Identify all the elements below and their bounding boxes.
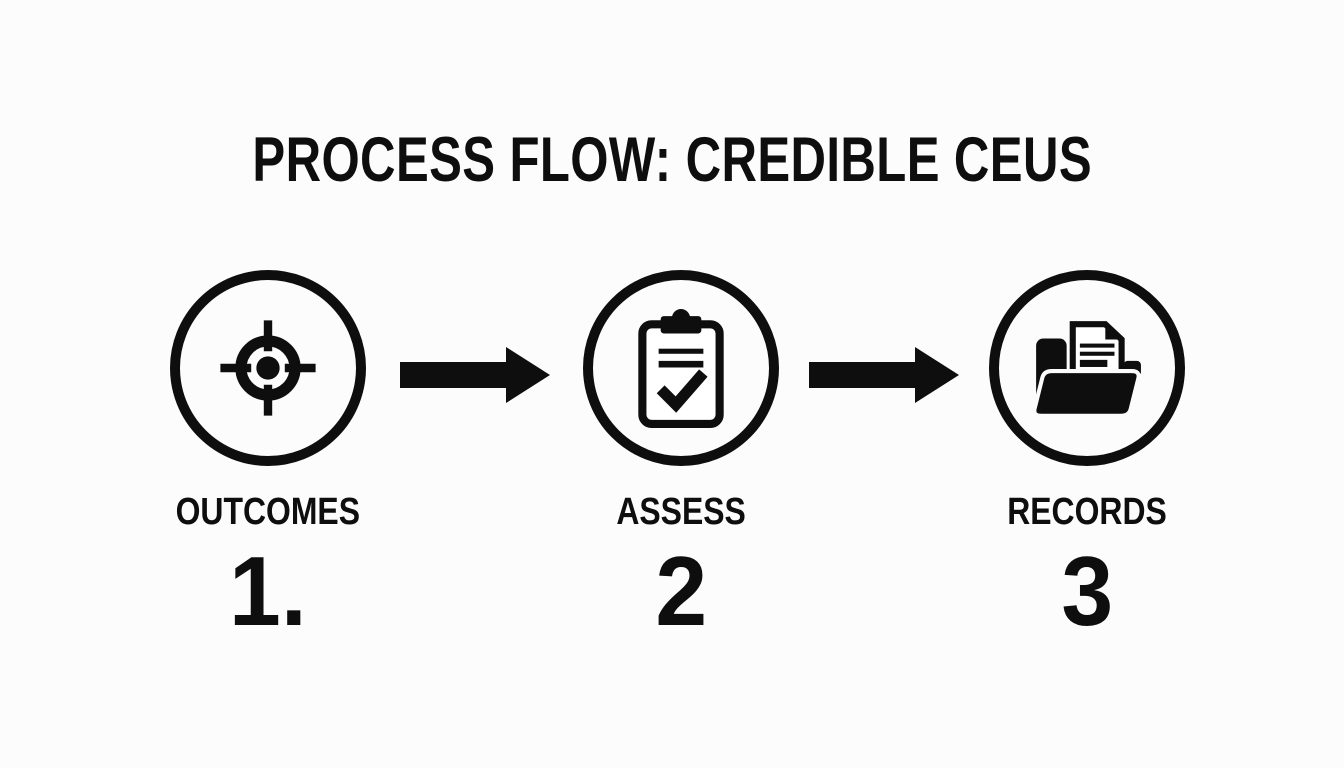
clipboard-checklist-icon — [638, 309, 724, 428]
step-records: RECORDS 3 — [937, 270, 1237, 640]
step-assess: ASSESS 2 — [531, 270, 831, 640]
diagram-title: PROCESS FLOW: CREDIBLE CEUS — [0, 125, 1344, 195]
folder-documents-icon — [1032, 321, 1141, 418]
target-crosshair-icon — [220, 320, 316, 416]
step-assess-number: 2 — [531, 542, 831, 640]
step-records-circle — [989, 270, 1185, 466]
step-assess-circle — [583, 270, 779, 466]
step-assess-label-text: ASSESS — [616, 491, 746, 533]
step-outcomes: OUTCOMES 1. — [118, 270, 418, 640]
step-records-label: RECORDS — [937, 491, 1237, 534]
step-outcomes-circle — [170, 270, 366, 466]
step-records-number-text: 3 — [1061, 535, 1113, 646]
step-assess-number-text: 2 — [655, 535, 707, 646]
step-assess-label: ASSESS — [531, 491, 831, 534]
step-outcomes-label: OUTCOMES — [118, 491, 418, 534]
step-outcomes-number-text: 1. — [229, 535, 307, 646]
arrow-right-icon — [809, 347, 959, 403]
diagram-title-text: PROCESS FLOW: CREDIBLE CEUS — [252, 125, 1092, 195]
step-outcomes-label-text: OUTCOMES — [175, 491, 361, 533]
step-records-label-text: RECORDS — [1007, 491, 1167, 533]
arrow-right-icon — [400, 347, 550, 403]
step-outcomes-number: 1. — [118, 542, 418, 640]
step-records-number: 3 — [937, 542, 1237, 640]
